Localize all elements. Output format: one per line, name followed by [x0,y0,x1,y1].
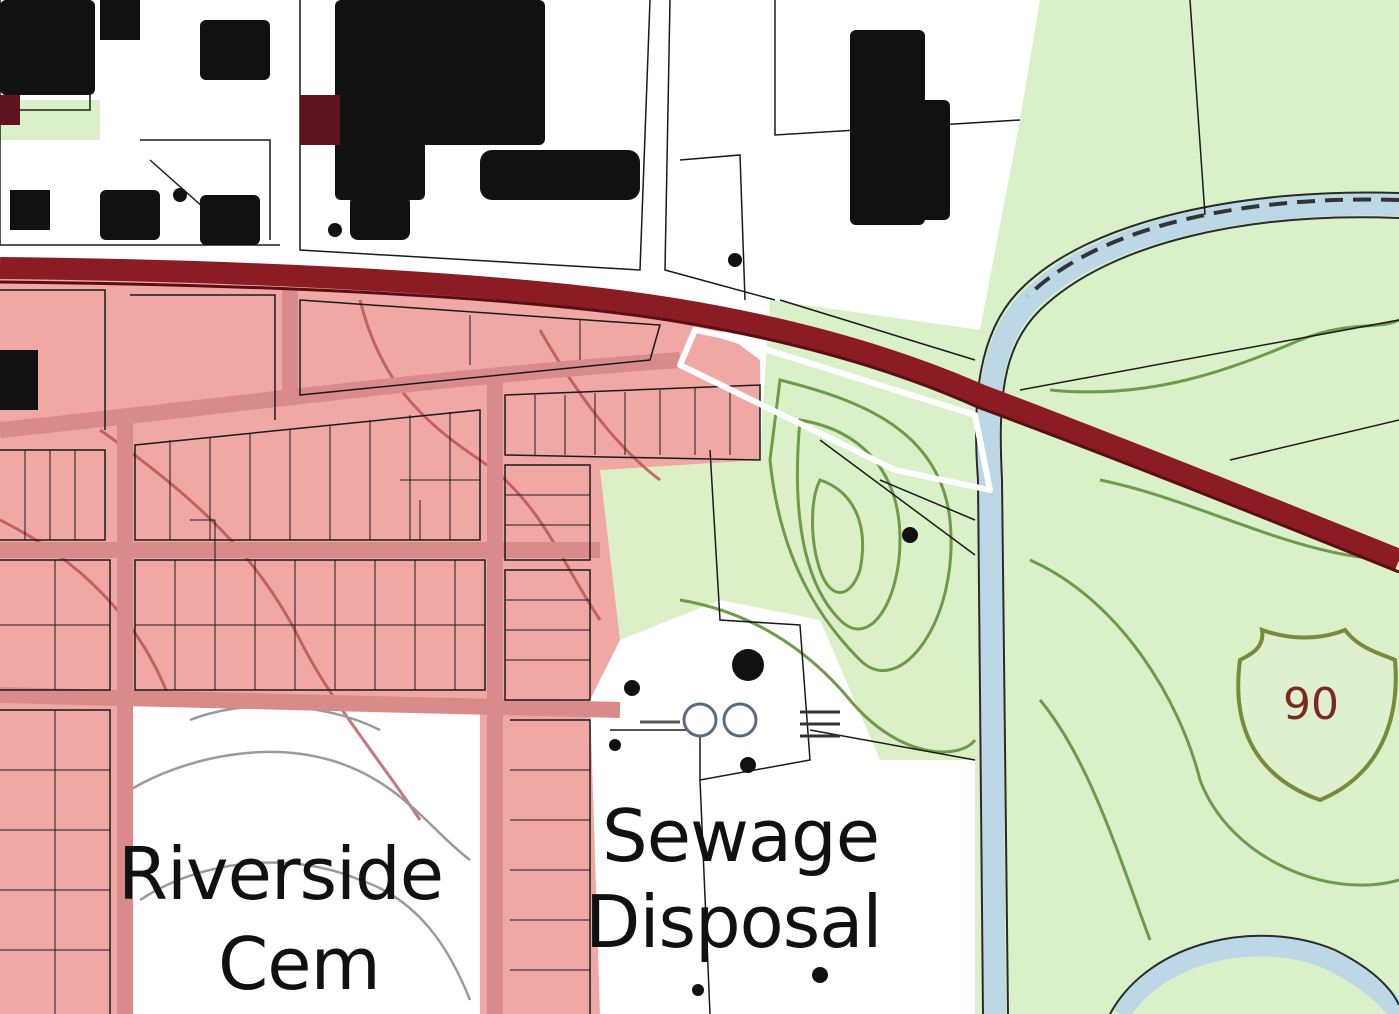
label-disposal: Disposal [585,880,882,964]
river-curve-south [1111,936,1399,1014]
sewage-tanks [640,702,840,738]
highway-edge [0,280,1399,574]
highlighted-parcel[interactable] [677,327,993,493]
building-maroon-west [0,95,20,125]
label-riverside: Riverside [118,832,444,916]
label-sewage: Sewage [602,794,880,878]
highway [0,257,1399,571]
river-dashed-boundary [1026,197,1399,298]
river-curve-south-bank [1109,934,1399,1014]
vegetation-east [760,0,1399,1014]
us-route-shield-icon [1236,626,1398,803]
label-cem: Cem [218,922,381,1006]
buildings [0,0,950,996]
cemetery-area [120,700,480,1014]
contour-lines-urban [0,299,661,821]
lot-lines [0,315,731,1014]
building-maroon [300,95,340,145]
vegetation-central [600,450,975,760]
route-number: 90 [1283,679,1339,730]
